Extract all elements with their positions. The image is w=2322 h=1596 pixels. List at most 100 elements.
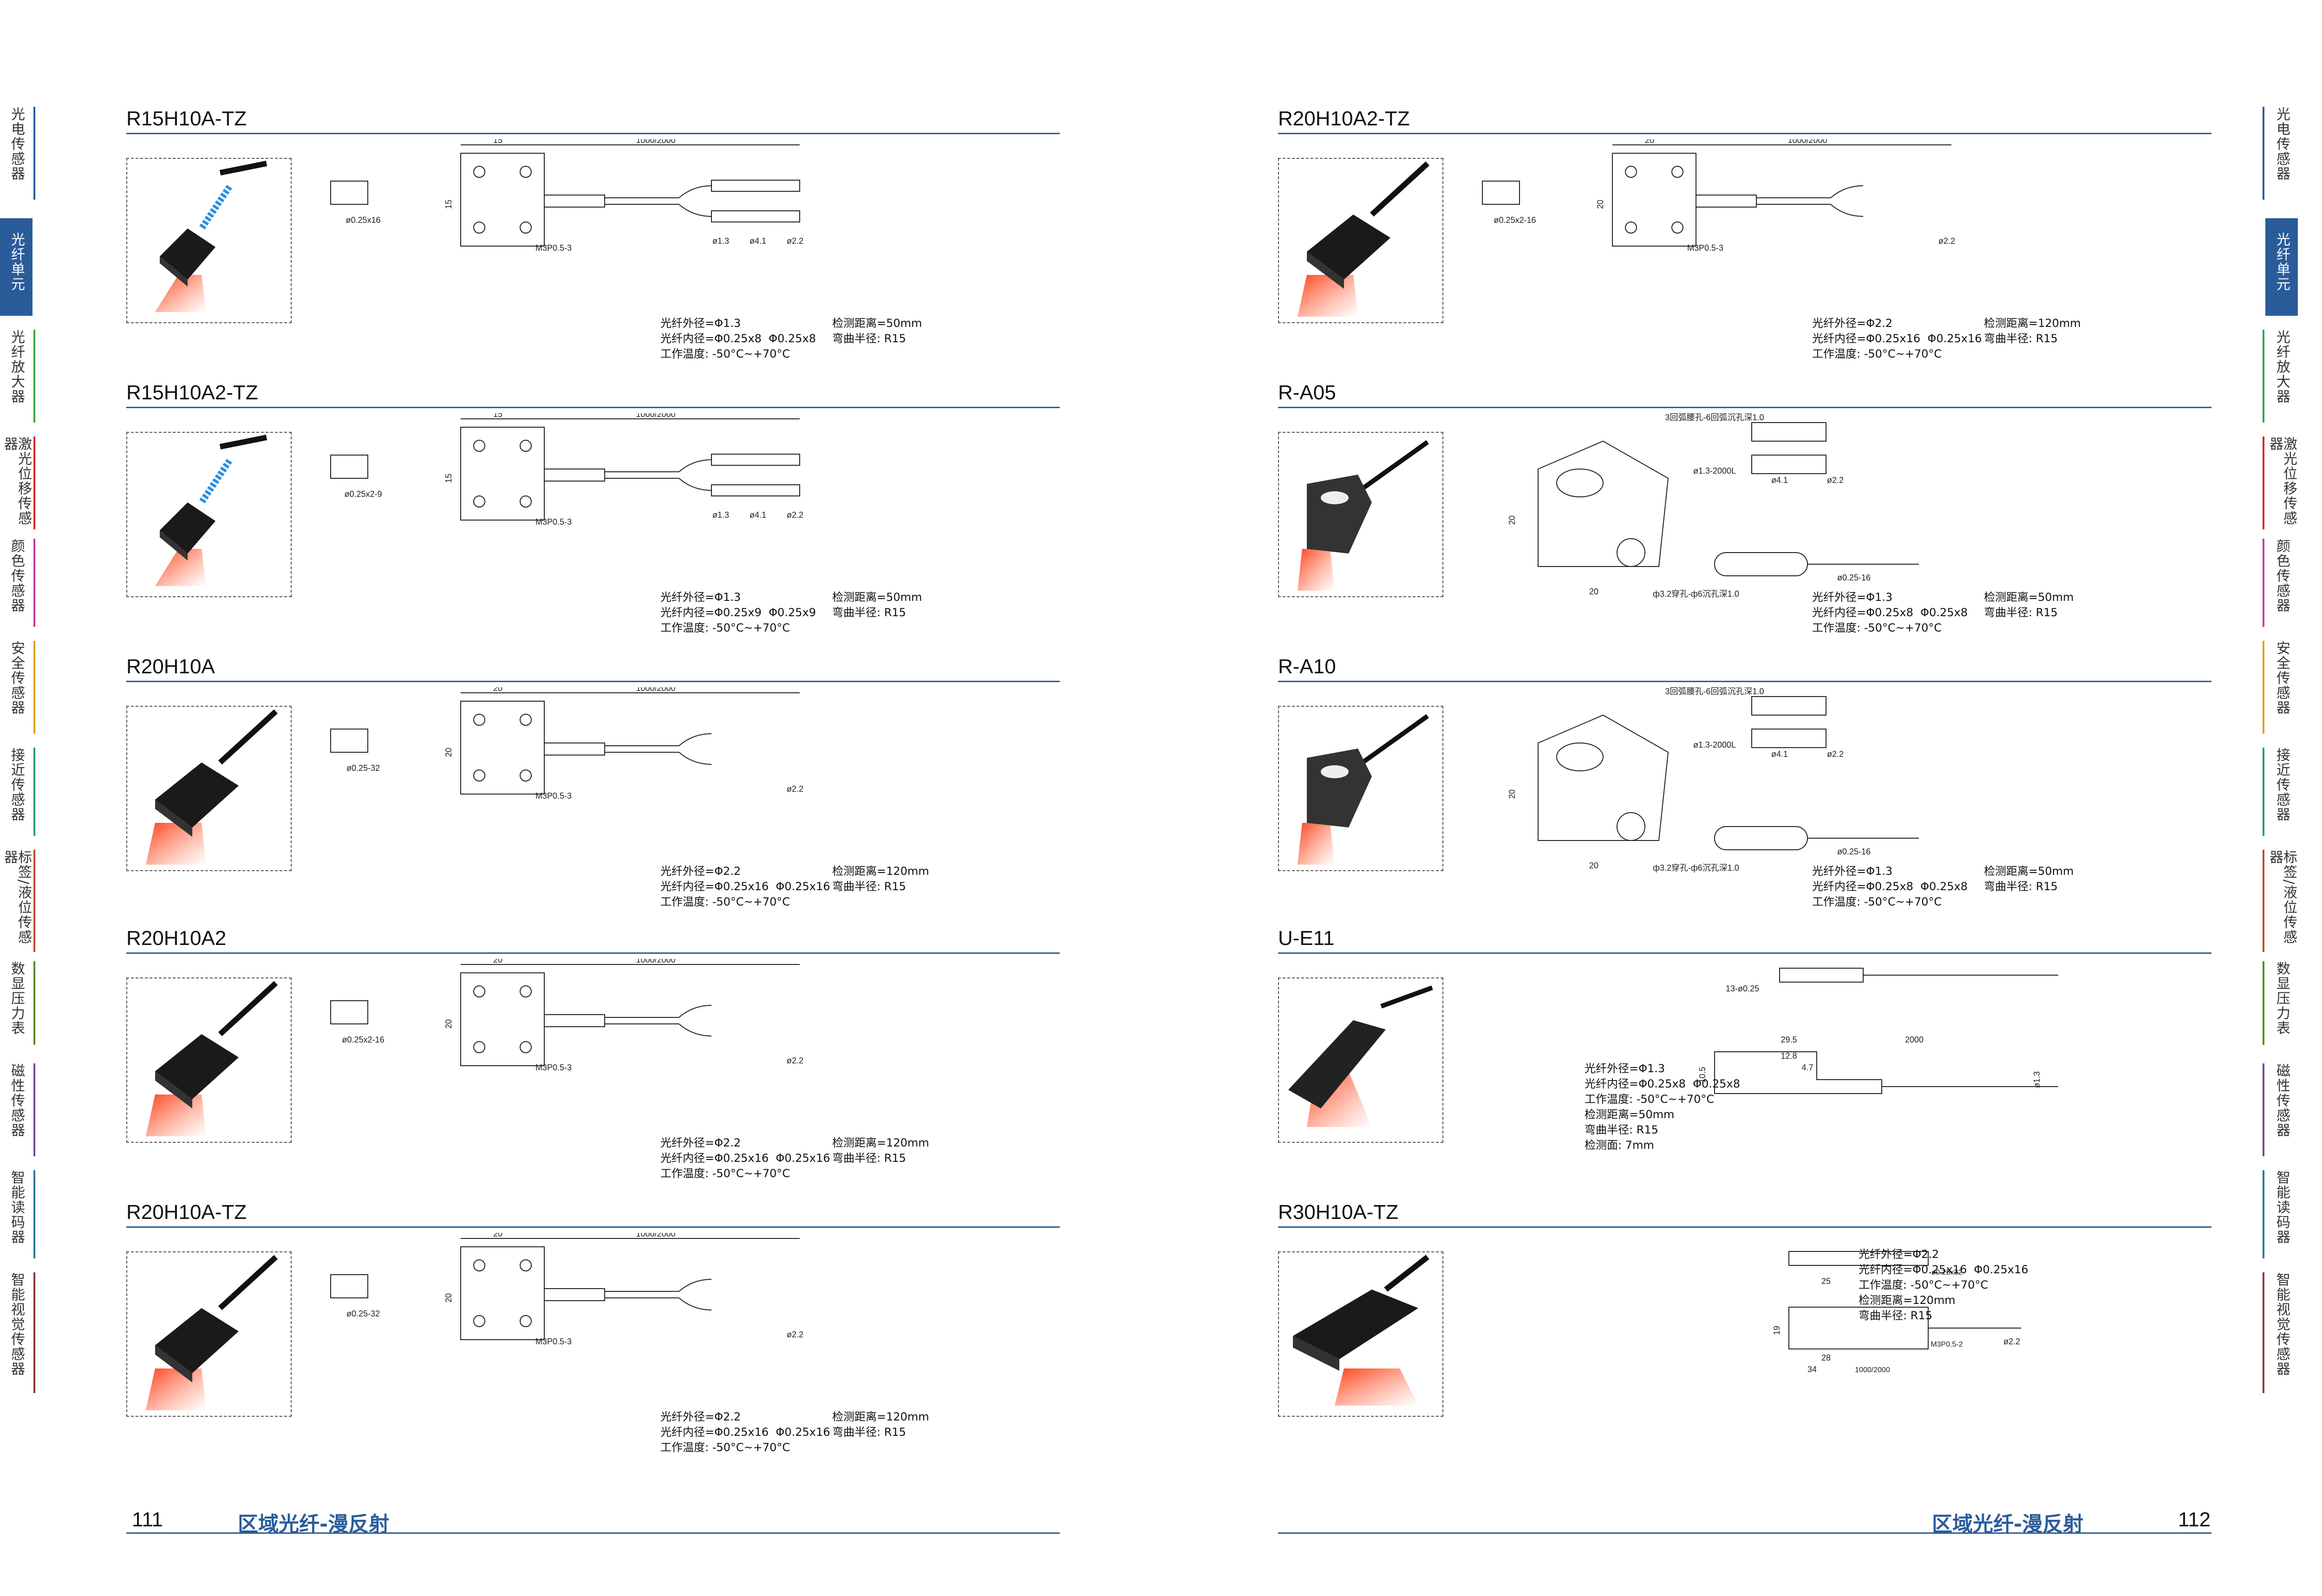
nav-tab-label: 数显压力表 [8, 961, 25, 1036]
spec-list: 光纤外径=Φ2.2 光纤内径=Φ0.25x16 Φ0.25x16 工作温度: -… [660, 1410, 830, 1454]
bracket-sensor [1307, 749, 1372, 827]
nav-tab-label: 接近传感器 [2274, 748, 2290, 822]
red-light-beam [146, 1094, 206, 1136]
section-divider [1278, 133, 2211, 134]
fiber-sleeve [1696, 195, 1757, 208]
nav-tab-color-rule [2263, 850, 2264, 952]
width-label: 20 [493, 959, 502, 964]
nav-tab-4[interactable]: 颜色传感器 [0, 539, 35, 627]
fiber-diameter-label: ø0.25x2-16 [1494, 215, 1536, 225]
length-label: 1000/2000 [636, 139, 675, 145]
height-label: 20 [444, 1293, 453, 1303]
nav-tab-9[interactable]: 磁性传感器 [2263, 1063, 2298, 1156]
sensor-body-outline [460, 1246, 545, 1340]
nav-tab-3[interactable]: 激光位移传感器 [2263, 436, 2298, 529]
product-photo-frame [1278, 1251, 1443, 1417]
nav-tab-10[interactable]: 智能读码器 [0, 1170, 35, 1258]
nav-tab-11[interactable]: 智能视觉传感器 [2263, 1272, 2298, 1393]
nav-tab-color-rule [33, 641, 35, 734]
length-label: 1000/2000 [636, 687, 675, 693]
mount-hole [473, 769, 485, 782]
nav-tab-color-rule [33, 1272, 35, 1393]
width-label: 20 [1589, 861, 1598, 870]
fiber-cable [219, 161, 267, 176]
nav-tab-label: 激光位移传感器 [2267, 436, 2297, 526]
nav-tab-3[interactable]: 激光位移传感器 [0, 436, 35, 529]
product-photo [155, 435, 267, 586]
nav-tab-color-rule [2263, 1063, 2264, 1156]
fiber-cable [1384, 1255, 1429, 1292]
nav-tab-label: 接近传感器 [8, 748, 25, 822]
mount-hole [473, 495, 485, 508]
nav-tab-9[interactable]: 磁性传感器 [0, 1063, 35, 1156]
fiber-sleeve [544, 1288, 605, 1301]
screw-label: M3P0.5-3 [535, 1063, 572, 1072]
fiber-diameter-label: ø0.25x2-16 [342, 1035, 384, 1044]
fiber-cable [218, 709, 278, 765]
nav-tab-8[interactable]: 数显压力表 [0, 961, 35, 1045]
height-label: 15 [444, 474, 453, 483]
screw-label: M3P0.5-3 [1687, 243, 1723, 253]
mount-hole [1671, 221, 1683, 234]
product-photo [1298, 714, 1429, 865]
nav-tab-color-rule [2263, 539, 2264, 627]
connector-2 [711, 484, 800, 496]
nav-tab-0[interactable]: 光电传感器 [0, 107, 35, 200]
nav-tab-color-rule [33, 961, 35, 1045]
dimension-label: 25 [1821, 1277, 1831, 1286]
section-divider [1278, 407, 2211, 408]
nav-tab-2[interactable]: 光纤放大器 [2263, 330, 2298, 423]
length-label: 1000/2000 [636, 959, 675, 964]
mount-hole [520, 1041, 532, 1053]
nav-tab-5[interactable]: 安全传感器 [2263, 641, 2298, 734]
fiber-tip-outline [330, 181, 368, 205]
mount-hole [473, 1259, 485, 1271]
connector-1 [1751, 696, 1826, 716]
mount-hole [520, 985, 532, 997]
mount-hole [520, 221, 532, 234]
red-light-beam [155, 275, 206, 312]
nav-tab-8[interactable]: 数显压力表 [2263, 961, 2298, 1045]
diameter-label: ø2.2 [787, 236, 803, 246]
nav-tab-0[interactable]: 光电传感器 [2263, 107, 2298, 200]
height-label: 20 [1507, 789, 1517, 799]
nav-tab-color-rule [33, 107, 35, 200]
u-sensor-outline [1714, 1051, 1882, 1094]
spec-list: 光纤外径=Φ1.3 光纤内径=Φ0.25x9 Φ0.25x9 工作温度: -50… [660, 591, 816, 634]
length-label: 1000/2000 [1787, 139, 1827, 145]
mount-hole [473, 1315, 485, 1327]
product-photo-frame [126, 432, 292, 597]
height-label: 20 [1596, 200, 1605, 209]
nav-tab-color-rule [33, 850, 35, 952]
nav-tab-label: 光纤放大器 [2274, 330, 2290, 404]
diameter-label: ø1.3 [2032, 1071, 2042, 1088]
width-label: 20 [1645, 139, 1654, 145]
mount-hole [520, 495, 532, 508]
nav-tab-label: 磁性传感器 [8, 1063, 25, 1138]
nav-tab-2[interactable]: 光纤放大器 [0, 330, 35, 423]
nav-tab-1[interactable]: 光纤单元 [0, 218, 33, 316]
spec-list-secondary: 检测距离=120mm 弯曲半径: R15 [832, 1410, 929, 1439]
bracket-outline [1538, 440, 1669, 567]
nav-tab-6[interactable]: 接近传感器 [2263, 748, 2298, 836]
spec-list-secondary: 检测距离=50mm 弯曲半径: R15 [832, 591, 922, 619]
height-label: 19 [1772, 1326, 1781, 1335]
red-light-beam [146, 823, 206, 865]
bracket-sensor [1307, 475, 1372, 554]
nav-tab-10[interactable]: 智能读码器 [2263, 1170, 2298, 1258]
nav-tab-7[interactable]: 标签/液位传感器 [2263, 850, 2298, 952]
nav-tab-4[interactable]: 颜色传感器 [2263, 539, 2298, 627]
nav-tab-1[interactable]: 光纤单元 [2265, 218, 2298, 316]
section-divider [126, 952, 1060, 954]
nav-tab-11[interactable]: 智能视觉传感器 [0, 1272, 35, 1393]
nav-tab-6[interactable]: 接近传感器 [0, 748, 35, 836]
nav-tab-5[interactable]: 安全传感器 [0, 641, 35, 734]
red-light-beam [1298, 823, 1335, 865]
section-divider [1278, 681, 2211, 682]
nav-tab-7[interactable]: 标签/液位传感器 [0, 850, 35, 952]
nav-tab-label: 磁性传感器 [2274, 1063, 2290, 1138]
